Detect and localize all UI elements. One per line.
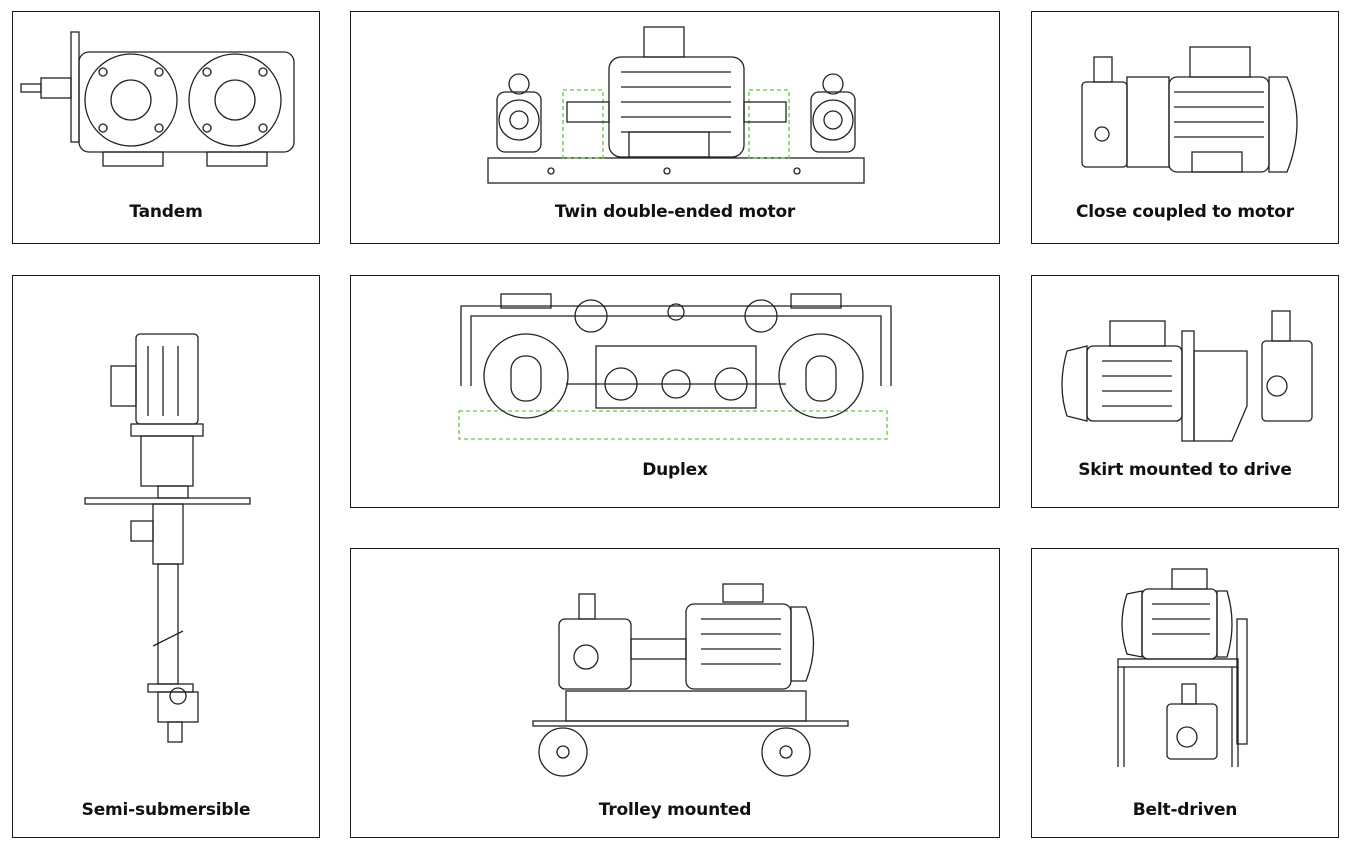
twin-motor-drawing [487,26,865,184]
panel-label: Skirt mounted to drive [1078,460,1292,480]
panel-belt-driven: Belt-driven [1031,548,1339,838]
panel-trolley-mounted: Trolley mounted [350,548,1000,838]
panel-close-coupled-to-motor: Close coupled to motor [1031,11,1339,244]
semi-submersible-drawing [84,333,251,743]
panel-label: Twin double-ended motor [554,202,796,222]
duplex-drawing [458,293,892,440]
panel-semi-submersible: Semi-submersible [12,275,320,838]
panel-label: Tandem [129,202,203,222]
panel-label: Belt-driven [1132,800,1238,820]
panel-label: Trolley mounted [598,800,752,820]
panel-label: Duplex [642,460,708,480]
close-coupled-drawing [1081,46,1298,173]
panel-label: Close coupled to motor [1076,202,1294,222]
panel-duplex: Duplex [350,275,1000,508]
panel-label: Semi-submersible [81,800,251,820]
panel-twin-double-ended-motor: Twin double-ended motor [350,11,1000,244]
skirt-mounted-drawing [1061,310,1313,442]
panel-skirt-mounted-to-drive: Skirt mounted to drive [1031,275,1339,508]
trolley-mounted-drawing [532,583,849,777]
belt-driven-drawing [1117,568,1248,767]
tandem-pump-drawing [20,31,295,167]
panel-tandem: Tandem [12,11,320,244]
